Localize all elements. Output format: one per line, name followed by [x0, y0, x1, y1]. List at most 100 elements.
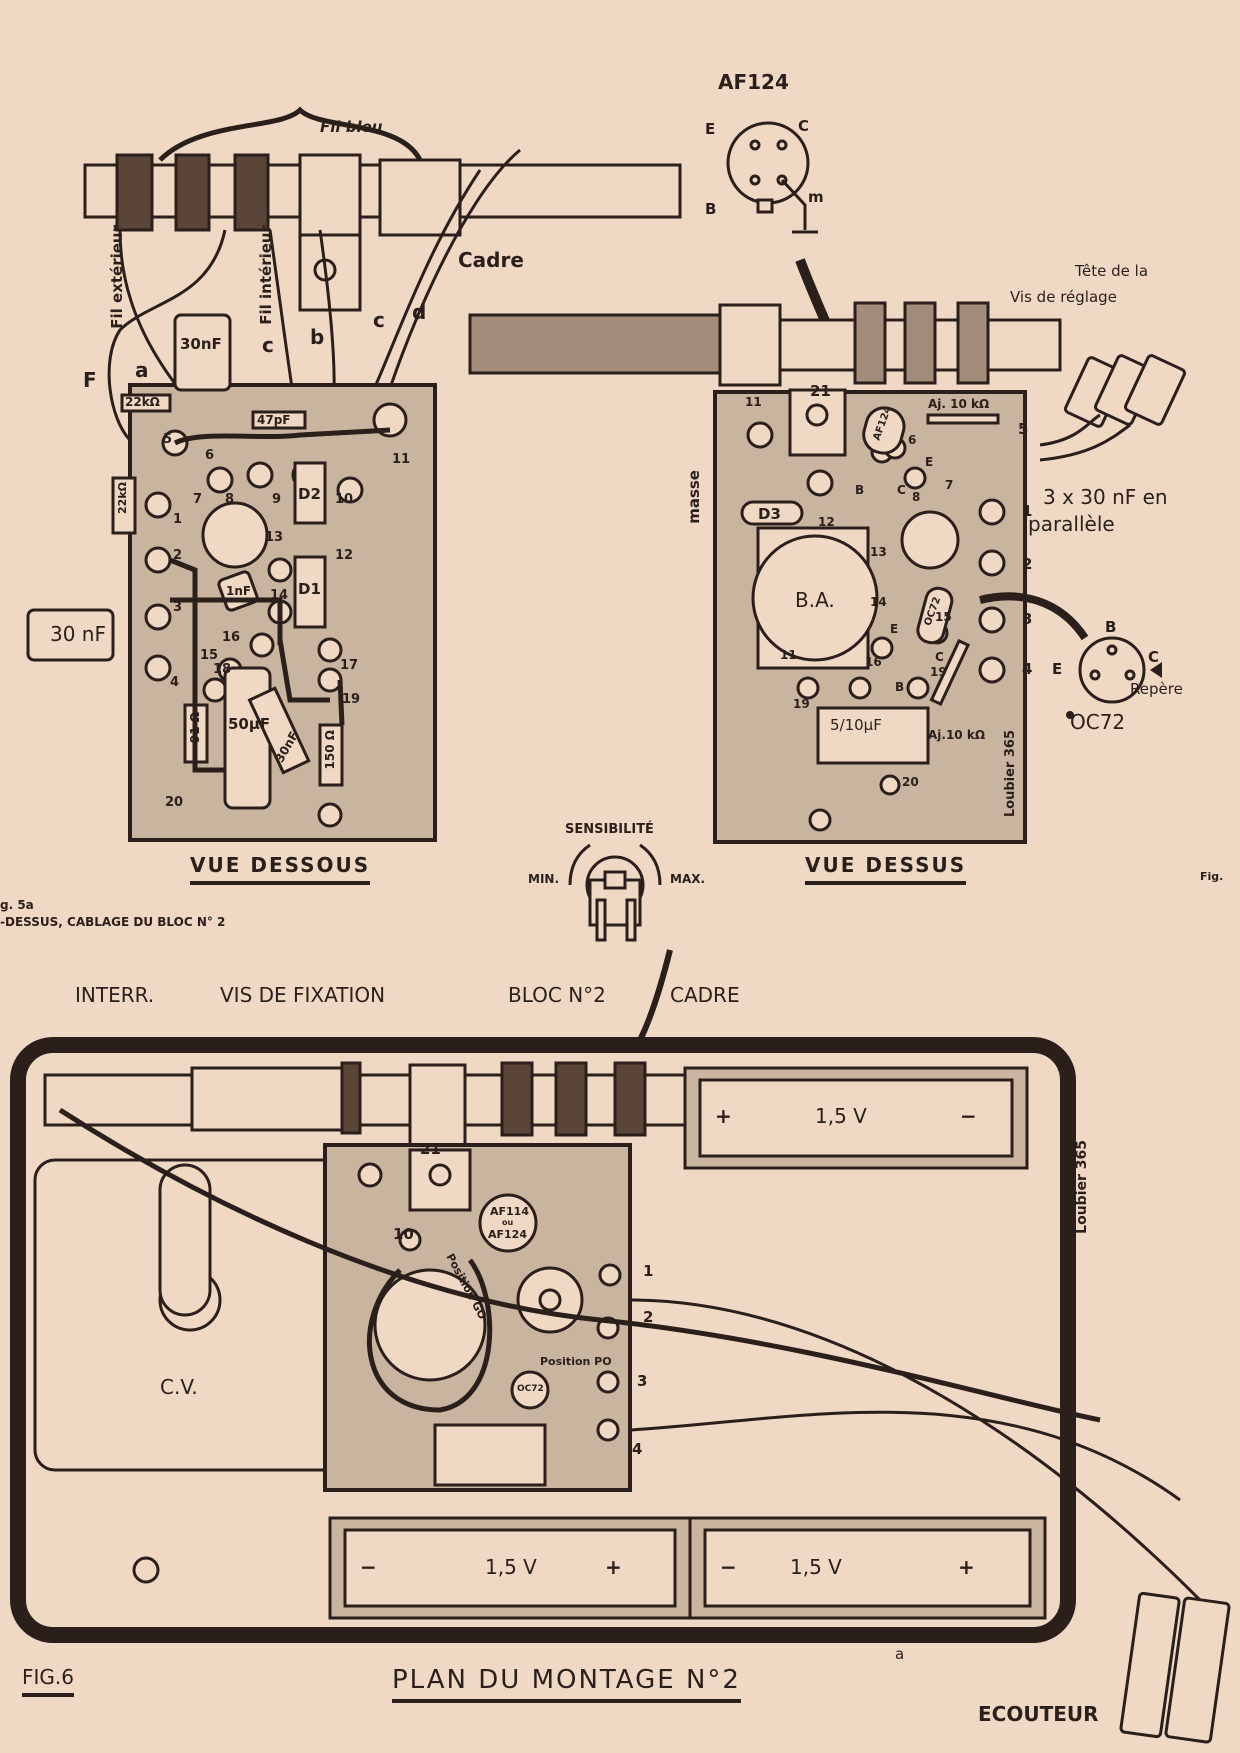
- pin-5: 5: [163, 432, 173, 447]
- pin-15: 15: [200, 648, 219, 663]
- fig6-label: FIG.6: [22, 1665, 74, 1697]
- inner-11: 11: [780, 648, 797, 662]
- af124-transistor: [862, 406, 906, 455]
- battery-1-voltage: 1,5 V: [815, 1104, 867, 1128]
- pin-6: 6: [205, 448, 215, 463]
- arrow-oc72: [979, 592, 1089, 641]
- label-masse: masse: [685, 470, 703, 524]
- label-cap-47pf: 47pF: [257, 413, 291, 427]
- inner-20: 20: [902, 775, 919, 789]
- pin-11: 11: [392, 452, 411, 467]
- diode-d1: [293, 555, 327, 629]
- label-3x30nf: 3 x 30 nF en: [1043, 485, 1168, 509]
- signature-fig6: Loubier 365: [1074, 1140, 1090, 1234]
- signature-top: Loubier 365: [1003, 730, 1018, 818]
- pin-letter-b2: B: [895, 680, 905, 694]
- resistor-22k-side: [111, 476, 137, 535]
- label-pin10-fig6: 10: [393, 1225, 414, 1243]
- capacitor-30nf-top: [173, 313, 232, 392]
- pin-8: 8: [225, 492, 235, 507]
- battery-3-voltage: 1,5 V: [790, 1555, 842, 1579]
- pin-13: 13: [265, 530, 284, 545]
- inner-19a: 19: [793, 697, 810, 711]
- resistor-150: [318, 723, 344, 787]
- af-transistor-can: [478, 1193, 538, 1253]
- terminal-1-fig6: 1: [643, 1262, 654, 1280]
- resistor-22k-top: [120, 393, 172, 413]
- label-fil-exterieur: Fil extérieur: [108, 225, 126, 329]
- callout-interr: INTERR.: [75, 983, 155, 1007]
- caption-fig: g. 5a: [0, 898, 34, 912]
- pin-16: 16: [222, 630, 241, 645]
- capacitor-47pf: [251, 410, 307, 430]
- label-cap-50uf: 50µF: [228, 715, 271, 733]
- label-oc72-fig6: OC72: [517, 1384, 544, 1394]
- inner-14: 14: [870, 595, 887, 609]
- label-aj-top: Aj. 10 kΩ: [928, 397, 990, 411]
- terminal-2: 2: [1022, 555, 1033, 573]
- terminal-5: 5: [1018, 420, 1029, 438]
- label-af-can-ou: ou: [502, 1218, 514, 1227]
- label-max: MAX.: [670, 872, 706, 886]
- battery-3-plus: +: [958, 1555, 975, 1579]
- caption-text: -DESSUS, CABLAGE DU BLOC N° 2: [0, 915, 226, 929]
- label-cap-30nf-left: 30 nF: [50, 622, 106, 646]
- title-vue-dessous: VUE DESSOUS: [190, 853, 371, 885]
- callout-cadre: CADRE: [670, 983, 740, 1007]
- battery-1-minus: −: [960, 1104, 977, 1128]
- pin-17: 17: [340, 658, 359, 673]
- pin-18: 18: [213, 662, 232, 677]
- af124-pin-b: B: [705, 200, 717, 218]
- battery-1-plus: +: [715, 1104, 732, 1128]
- capacitor-30nf-diag: [247, 686, 311, 775]
- pin-19: 19: [342, 692, 361, 707]
- trimmer-top: [926, 413, 1000, 425]
- af124-pin-e: E: [705, 120, 716, 138]
- battery-2-minus: −: [360, 1555, 377, 1579]
- trimmer-bottom: [929, 638, 971, 707]
- label-cadre: Cadre: [458, 248, 524, 272]
- label-cv: C.V.: [160, 1375, 198, 1399]
- capacitor-5-10uf: [816, 706, 930, 765]
- inner-6: 6: [908, 433, 917, 447]
- label-a-fig6: a: [895, 1645, 905, 1663]
- oc72-pin-b: B: [1105, 618, 1117, 636]
- af124-pin-c: C: [798, 117, 810, 135]
- pin-letter-c2: C: [935, 650, 944, 664]
- diode-d2: [293, 461, 327, 525]
- label-d2: D2: [298, 485, 321, 503]
- pin-2: 2: [173, 548, 183, 563]
- label-fil-interieur: Fil intérieur: [257, 225, 275, 325]
- terminal-3: 3: [1022, 610, 1033, 628]
- battery-2-voltage: 1,5 V: [485, 1555, 537, 1579]
- battery-2-plus: +: [605, 1555, 622, 1579]
- pin-1: 1: [173, 512, 183, 527]
- label-tete-vis: Tête de la: [1075, 262, 1149, 280]
- af124-pin-m: m: [808, 188, 824, 206]
- label-sensibilite: SENSIBILITÉ: [565, 822, 654, 837]
- inner-7: 7: [945, 478, 954, 492]
- inner-8: 8: [912, 490, 921, 504]
- caption-fig-right: Fig.: [1200, 870, 1224, 883]
- label-position-po: Position PO: [540, 1355, 612, 1368]
- label-cap-30nf-top: 30nF: [180, 335, 222, 353]
- label-cap-5-10uf: 5/10µF: [830, 716, 882, 734]
- ferrite-rod-right: [468, 301, 1062, 387]
- label-aj-bottom: Aj.10 kΩ: [928, 728, 986, 742]
- label-res-22k-side: 22kΩ: [116, 482, 129, 514]
- pin-letter-c1: C: [897, 483, 906, 497]
- label-pin-21-top: 21: [810, 382, 831, 400]
- oc72-pinout-title: OC72: [1070, 710, 1126, 734]
- capacitor-30nf-left: [26, 608, 115, 662]
- label-d1: D1: [298, 580, 321, 598]
- main-wire: [58, 1107, 1101, 1423]
- terminal-1: 1: [1022, 502, 1033, 520]
- pin-14: 14: [270, 588, 289, 603]
- label-wire-c1: c: [262, 333, 274, 357]
- capacitors-3x30nf: [1039, 354, 1186, 462]
- ferrite-rod-fig6: [43, 1061, 687, 1147]
- label-res-22k-top: 22kΩ: [125, 395, 160, 409]
- pin-letter-e1: E: [925, 455, 934, 469]
- pin-letter-e2: E: [890, 622, 899, 636]
- af124-pinout-title: AF124: [718, 70, 789, 94]
